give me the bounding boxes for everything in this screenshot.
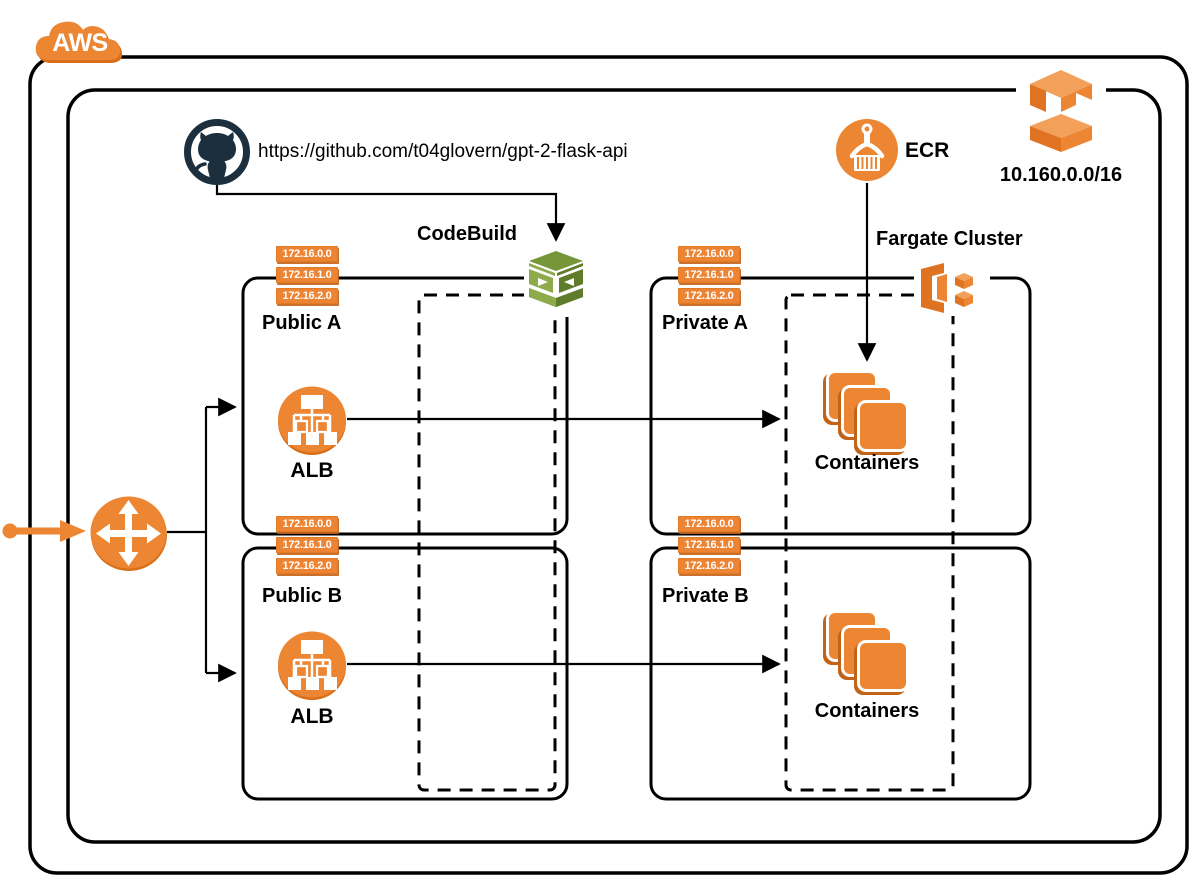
- subnet-box-private-a: [649, 276, 1032, 536]
- containers-b-icon: [824, 608, 910, 692]
- aws-cloud-icon: AWS: [33, 8, 127, 70]
- subnet-label-private-b: Private B: [662, 585, 749, 607]
- cidr-badge: 172.16.2.0: [678, 288, 740, 304]
- containers-b-label: Containers: [814, 700, 920, 722]
- cidr-badges-private-a: 172.16.0.0 172.16.1.0 172.16.2.0: [678, 246, 740, 304]
- cidr-badge: 172.16.1.0: [276, 537, 338, 553]
- vpc-icon: [1020, 62, 1102, 154]
- github-repo-url: https://github.com/t04glovern/gpt-2-flas…: [258, 141, 628, 162]
- cidr-badge: 172.16.1.0: [678, 537, 740, 553]
- containers-a-label: Containers: [814, 452, 920, 474]
- subnet-label-private-a: Private A: [662, 312, 748, 334]
- cidr-badge: 172.16.0.0: [678, 516, 740, 532]
- github-icon: [183, 118, 251, 186]
- cidr-badge: 172.16.2.0: [276, 558, 338, 574]
- alb-a-icon: [276, 384, 348, 456]
- internet-entry-arrow: [2, 520, 86, 542]
- cidr-badges-private-b: 172.16.0.0 172.16.1.0 172.16.2.0: [678, 516, 740, 574]
- cidr-badge: 172.16.0.0: [276, 246, 338, 262]
- ecr-icon: [835, 118, 899, 182]
- internet-gateway-icon: [89, 494, 168, 572]
- dashed-group-public: [417, 293, 557, 792]
- vpc-boundary-box: [66, 88, 1162, 844]
- vpc-cidr-label: 10.160.0.0/16: [999, 164, 1123, 186]
- cidr-badge: 172.16.2.0: [276, 288, 338, 304]
- codebuild-icon: [524, 250, 588, 315]
- cidr-badges-public-b: 172.16.0.0 172.16.1.0 172.16.2.0: [276, 516, 338, 574]
- cidr-badge: 172.16.1.0: [276, 267, 338, 283]
- alb-b-label: ALB: [290, 705, 334, 728]
- cidr-badge: 172.16.2.0: [678, 558, 740, 574]
- subnet-label-public-a: Public A: [262, 312, 342, 334]
- aws-boundary-box: [28, 55, 1189, 875]
- subnet-label-public-b: Public B: [262, 585, 343, 607]
- ecr-label: ECR: [905, 139, 950, 162]
- subnet-box-public-b: [241, 546, 569, 801]
- dashed-group-private: [784, 293, 955, 792]
- fargate-cluster-icon: [917, 261, 987, 315]
- fargate-cluster-label: Fargate Cluster: [876, 228, 1023, 250]
- github-to-codebuild-arrow: [215, 185, 566, 242]
- cidr-badge: 172.16.0.0: [678, 246, 740, 262]
- alb-a-label: ALB: [290, 459, 334, 482]
- cidr-badge: 172.16.1.0: [678, 267, 740, 283]
- codebuild-label: CodeBuild: [417, 223, 517, 245]
- containers-a-icon: [824, 368, 910, 452]
- subnet-box-public-a: [241, 276, 569, 536]
- cidr-badges-public-a: 172.16.0.0 172.16.1.0 172.16.2.0: [276, 246, 338, 304]
- aws-cloud-label: AWS: [52, 29, 108, 57]
- cidr-badge: 172.16.0.0: [276, 516, 338, 532]
- subnet-box-private-b: [649, 546, 1032, 801]
- alb-b-icon: [276, 629, 348, 701]
